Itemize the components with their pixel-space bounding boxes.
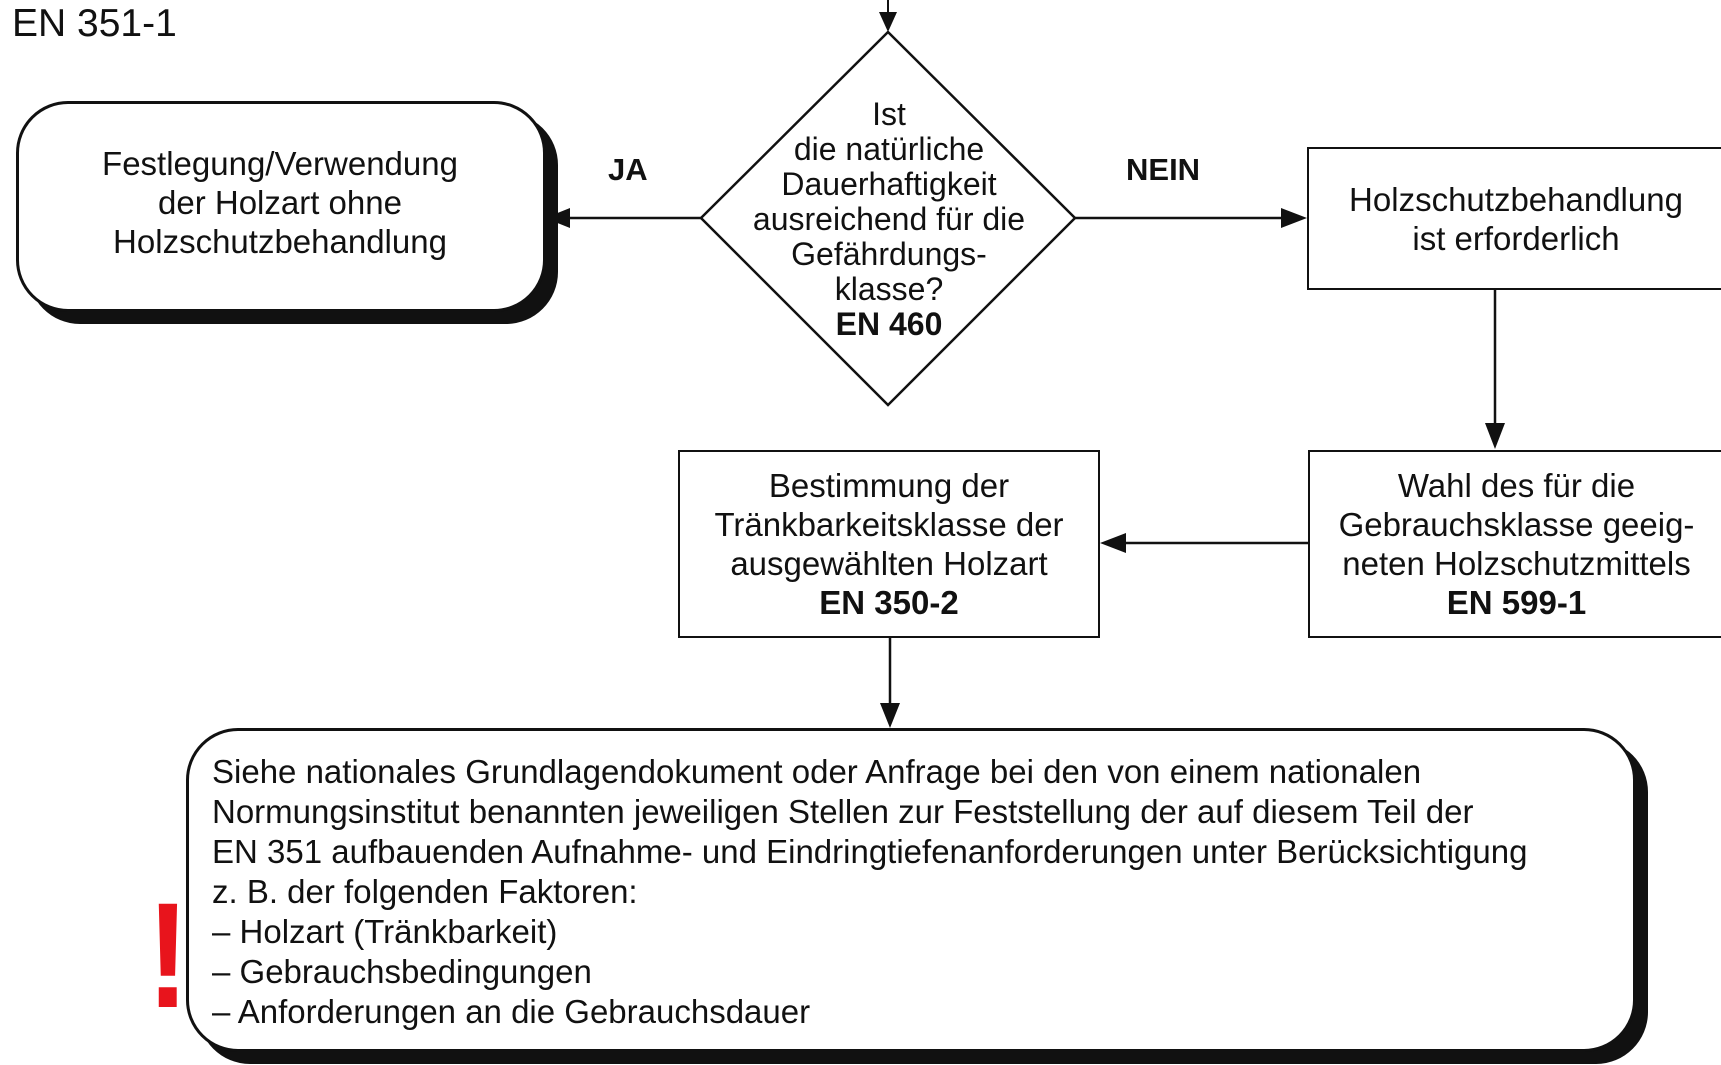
treatment-down-arrowhead	[1485, 423, 1505, 449]
treatment-line: Holzschutzbehandlung	[1349, 180, 1683, 218]
preservative-line: Wahl des für die	[1397, 467, 1636, 504]
preservative-left-arrowhead	[1100, 533, 1126, 553]
final-line: Siehe nationales Grundlagendokument oder…	[212, 753, 1422, 790]
final-factor-item: – Gebrauchsbedingungen	[212, 953, 592, 990]
final-factor-item: – Anforderungen an die Gebrauchsdauer	[212, 993, 811, 1030]
standard-title: EN 351-1	[12, 2, 177, 45]
no-treatment-line: Holzschutzbehandlung	[113, 223, 447, 260]
decision-line: Gefährdungs-	[791, 236, 987, 272]
final-line: Normungsinstitut benannten jeweiligen St…	[212, 793, 1474, 830]
treatability-line: Bestimmung der	[768, 467, 1010, 504]
preservative-reference: EN 599-1	[1446, 584, 1587, 621]
no-treatment-text: Festlegung/Verwendung der Holzart ohne H…	[20, 144, 540, 261]
national-document-box	[186, 728, 1636, 1052]
national-document-text: Siehe nationales Grundlagendokument oder…	[212, 752, 1527, 1032]
treatability-box: Bestimmung der Tränkbarkeitsklasse der a…	[678, 450, 1100, 638]
final-line: z. B. der folgenden Faktoren:	[212, 873, 638, 910]
no-label: NEIN	[1126, 152, 1201, 187]
decision-line: Dauerhaftigkeit	[781, 166, 997, 202]
no-arrowhead	[1281, 208, 1307, 228]
final-factor-item: – Holzart (Tränkbarkeit)	[212, 913, 558, 950]
preservative-selection-box: Wahl des für die Gebrauchsklasse geeig- …	[1308, 450, 1721, 638]
treatment-line: ist erforderlich	[1412, 219, 1620, 257]
no-treatment-box	[16, 101, 546, 312]
preservative-line: neten Holzschutzmittels	[1342, 545, 1691, 582]
warning-exclamation-mark: !	[146, 871, 190, 1039]
decision-question: Ist die natürliche Dauerhaftigkeit ausre…	[728, 97, 1050, 342]
treatability-down-arrowhead	[880, 703, 900, 728]
no-treatment-line: der Holzart ohne	[158, 184, 402, 221]
preservative-line: Gebrauchsklasse geeig-	[1338, 506, 1695, 543]
final-line: EN 351 aufbauenden Aufnahme- und Eindrin…	[212, 833, 1528, 870]
yes-label: JA	[608, 152, 648, 187]
incoming-arrowhead	[879, 12, 897, 32]
treatment-required-box: Holzschutzbehandlung ist erforderlich	[1307, 147, 1721, 290]
decision-line: Ist	[872, 96, 906, 132]
treatability-line: ausgewählten Holzart	[730, 545, 1048, 582]
decision-line: die natürliche	[793, 131, 985, 167]
decision-diamond-shape	[699, 30, 1077, 407]
decision-line: klasse?	[834, 271, 944, 307]
yes-arrowhead	[545, 208, 570, 228]
treatability-reference: EN 350-2	[819, 584, 959, 621]
decision-reference: EN 460	[835, 306, 943, 342]
decision-line: ausreichend für die	[752, 201, 1026, 237]
no-treatment-line: Festlegung/Verwendung	[102, 145, 458, 182]
treatability-line: Tränkbarkeitsklasse der	[714, 506, 1064, 543]
